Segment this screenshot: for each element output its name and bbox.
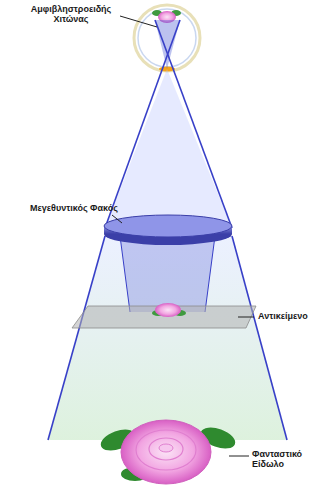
leader-line	[238, 317, 254, 318]
object-rose	[155, 303, 181, 317]
virtual-image-rose	[121, 420, 211, 484]
leader-line	[120, 16, 157, 27]
eye-outline	[134, 5, 200, 71]
retina-label: Αμφιβληστροειδής Χιτώνας	[22, 4, 120, 25]
lens-label: Μεγεθυντικός Φακός	[30, 203, 118, 213]
virtual-image-label: Φανταστικό Είδωλο	[252, 449, 318, 470]
leader-line	[112, 215, 122, 223]
leader-line	[229, 456, 249, 457]
object-label: Αντικείμενο	[258, 311, 308, 321]
